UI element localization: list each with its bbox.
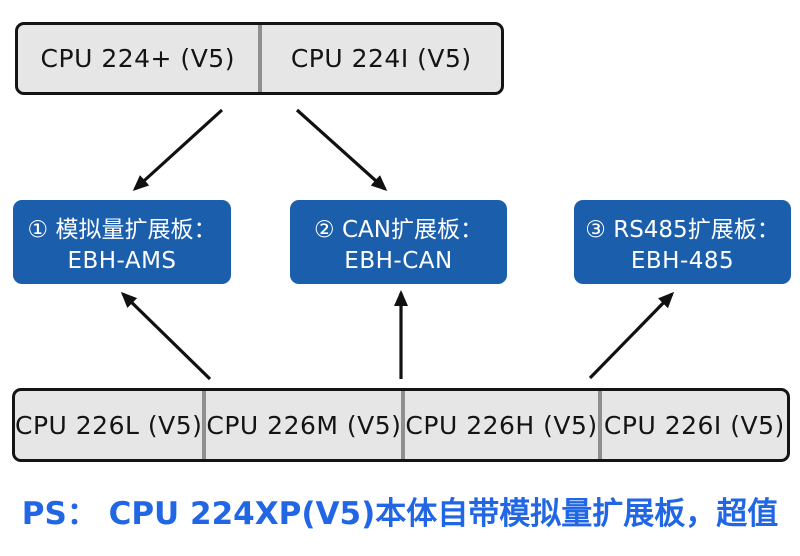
cpu-226-group: CPU 226L (V5) CPU 226M (V5) CPU 226H (V5… [12,388,790,462]
cpu-224-plus-box: CPU 224+ (V5) [18,25,258,92]
cpu-226l-box: CPU 226L (V5) [15,391,202,459]
cpu-226h-box: CPU 226H (V5) [401,391,597,459]
cpu-226i-box: CPU 226I (V5) [597,391,787,459]
board-485-title: ③ RS485扩展板： [585,217,780,243]
arrow-bottom-to-485 [588,291,675,380]
cpu-224-group: CPU 224+ (V5) CPU 224I (V5) [15,22,504,95]
board-ams-model: EBH-AMS [67,248,177,274]
expansion-board-ams: ① 模拟量扩展板： EBH-AMS [13,200,231,284]
cpu-226l-label: CPU 226L (V5) [15,410,203,440]
cpu-224i-label: CPU 224I (V5) [290,44,472,73]
board-485-model: EBH-485 [630,248,735,274]
board-ams-title: ① 模拟量扩展板： [27,217,217,243]
cpu-226i-label: CPU 226I (V5) [603,410,785,440]
expansion-board-485: ③ RS485扩展板： EBH-485 [574,200,791,284]
arrow-top-to-ams [132,108,224,192]
ps-footnote: PS： CPU 224XP(V5)本体自带模拟量扩展板，超值 [21,496,779,532]
arrow-top-to-can [295,108,388,192]
cpu-224-plus-label: CPU 224+ (V5) [40,44,235,73]
arrow-bottom-to-ams [120,291,212,381]
board-can-title: ② CAN扩展板： [314,217,483,243]
cpu-226h-label: CPU 226H (V5) [405,410,598,440]
expansion-board-can: ② CAN扩展板： EBH-CAN [290,200,507,284]
cpu-226m-label: CPU 226M (V5) [206,410,402,440]
cpu-224i-box: CPU 224I (V5) [257,25,502,92]
board-can-model: EBH-CAN [344,248,453,274]
cpu-226m-box: CPU 226M (V5) [202,391,401,459]
